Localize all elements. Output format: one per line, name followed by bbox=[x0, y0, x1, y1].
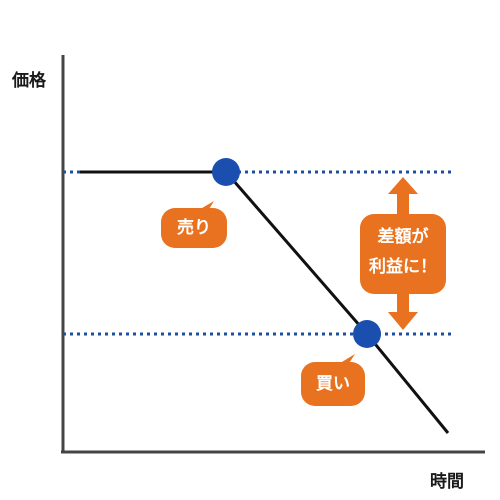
y-axis-label: 価格 bbox=[12, 71, 46, 91]
buy-point-marker bbox=[353, 320, 381, 348]
sell-label-bubble: 売り bbox=[161, 208, 227, 248]
sell-point-marker bbox=[212, 158, 240, 186]
profit-annotation-line2: 利益に！ bbox=[369, 257, 437, 277]
x-axis-label: 時間 bbox=[430, 472, 464, 492]
profit-annotation: 差額が 利益に！ bbox=[360, 222, 446, 282]
buy-label-bubble: 買い bbox=[301, 362, 365, 406]
price-series-line bbox=[80, 170, 450, 434]
profit-double-arrow-icon bbox=[360, 177, 446, 330]
profit-annotation-line1: 差額が bbox=[377, 227, 429, 247]
